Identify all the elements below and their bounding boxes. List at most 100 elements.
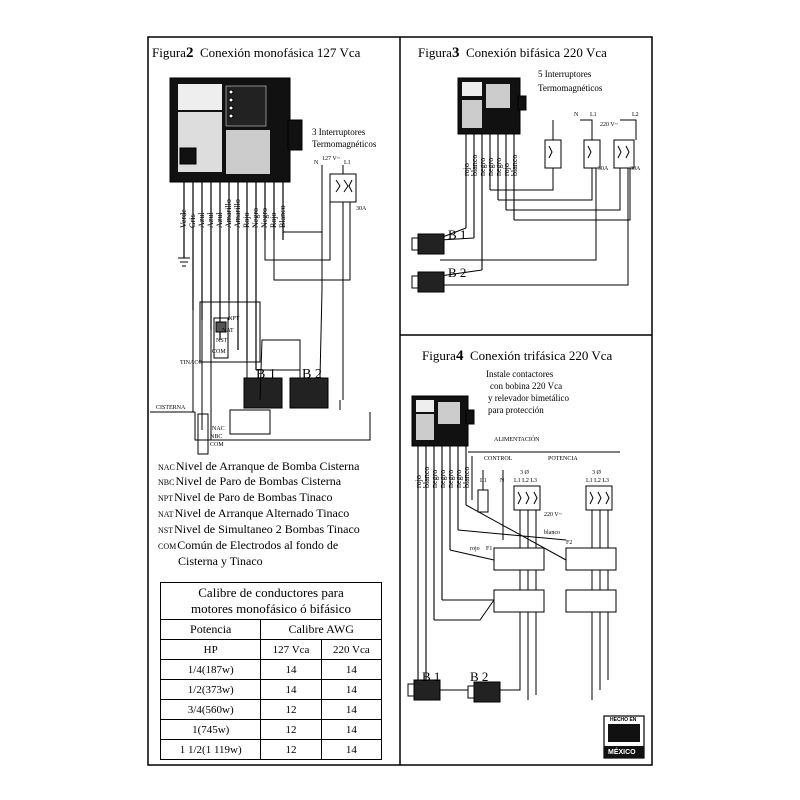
figure4-l1: L1 <box>480 478 487 484</box>
figure2-wire-10: Rojo <box>269 212 278 228</box>
table-title-line-2: motores monofásico ó bifásico <box>191 601 351 616</box>
figure4-b1: B 1 <box>422 669 441 684</box>
figure2-wire-1: Gris <box>188 214 197 228</box>
figure4-title-text: Conexión trifásica 220 Vca <box>469 348 613 363</box>
table-cell: 12 <box>260 719 322 740</box>
figure2-title-text: Conexión monofásica 127 Vca <box>199 45 361 60</box>
table-cell: 14 <box>320 719 383 740</box>
table-cell: 14 <box>260 659 322 680</box>
figure2-voltage: 127 V~ <box>322 156 340 162</box>
figure4-note-3: y relevador bimetálico <box>488 393 569 403</box>
figure3-amp-1: 30A <box>598 166 609 172</box>
figure4-voltage: 220 V~ <box>544 512 562 518</box>
figure4-note-2: con bobina 220 Vca <box>490 381 563 391</box>
legend-code: NPT <box>158 494 174 503</box>
figure2-wire-11: Blanco <box>278 205 287 228</box>
figure2-number: 2 <box>185 45 194 61</box>
legend-text: Nivel de Arranque Alternado Tinaco <box>174 506 350 520</box>
figure2-wire-6: Amarillo <box>233 199 242 228</box>
figure3-l1-label: L1 <box>590 112 597 118</box>
table-cell: 1 1/2(1 119w) <box>159 739 262 760</box>
figure4-diagram <box>407 395 620 703</box>
figure2-breakers-label-2: Termomagnéticos <box>312 139 377 149</box>
legend-code: NAC <box>158 463 175 472</box>
table-cell: 3/4(560w) <box>159 699 262 720</box>
legend-row: NBCNivel de Paro de Bombas Cisterna <box>158 474 341 489</box>
figure3-wire-6: blanco <box>510 154 519 176</box>
figure4-f2: F2 <box>566 540 573 546</box>
legend-row: NPTNivel de Paro de Bombas Tinaco <box>158 490 332 505</box>
figure4-n: N <box>500 478 505 484</box>
legend-text: Común de Electrodos al fondo de <box>177 538 339 552</box>
legend-text: Cisterna y Tinaco <box>178 554 263 568</box>
figure2-title: Figura2 Conexión monofásica 127 Vca <box>152 46 360 61</box>
figure4-note-1: Instale contactores <box>486 369 554 379</box>
table-title-line-1: Calibre de conductores para <box>198 585 344 601</box>
figure2-wire-4: Azul <box>215 212 224 228</box>
table-cell: 14 <box>320 659 383 680</box>
figure4-l123-2: L1 L2 L3 <box>586 478 609 484</box>
electrode-nst: NST <box>216 338 228 344</box>
figure4-three-phase-1: 3 Ø <box>520 470 529 476</box>
sub-220: 220 Vca <box>320 639 383 660</box>
figure3-diagram <box>411 77 637 293</box>
figure2-wire-2: Azul <box>197 212 206 228</box>
electrode-com-tinaco: COM <box>212 349 226 355</box>
table-cell: 12 <box>260 739 322 760</box>
table-cell: 14 <box>320 679 383 700</box>
legend-row: NSTNivel de Simultaneo 2 Bombas Tinaco <box>158 522 360 537</box>
table-cell: 1(745w) <box>159 719 262 740</box>
figure2-amp-label: 30A <box>356 206 367 212</box>
figure2-b2: B 2 <box>302 367 322 382</box>
badge-bottom-text: MÉXICO <box>608 749 636 756</box>
legend-code: COM <box>158 542 177 551</box>
figure2-breakers-label-1: 3 Interruptores <box>312 127 366 137</box>
legend-code: NAT <box>158 510 174 519</box>
figure4-wire-6: blanco <box>462 466 471 488</box>
figure2-b1: B 1 <box>256 367 276 382</box>
legend-text: Nivel de Paro de Bombas Cisterna <box>175 474 342 488</box>
table-cell: 14 <box>320 699 383 720</box>
legend-text: Nivel de Simultaneo 2 Bombas Tinaco <box>174 522 360 536</box>
figure4-number: 4 <box>455 348 464 364</box>
figure4-l123-1: L1 L2 L3 <box>514 478 537 484</box>
electrode-nac: NAC <box>212 426 225 432</box>
figure4-note-4: para protección <box>488 405 544 415</box>
figure3-b2: B 2 <box>448 265 467 280</box>
figure3-n-label: N <box>574 112 579 118</box>
figure4-blanco: blanco <box>544 530 560 536</box>
hecho-en-mexico-badge <box>603 715 645 759</box>
figure4-control: CONTROL <box>484 456 513 462</box>
figure2-wire-8: Negro <box>251 208 260 228</box>
figure3-voltage: 220 V~ <box>600 122 618 128</box>
col-potencia: Potencia <box>159 619 262 640</box>
figure3-breakers-label-1: 5 Interruptores <box>538 69 592 79</box>
figure2-wire-0: Verde <box>179 209 188 228</box>
figure2-wire-9: Negro <box>260 208 269 228</box>
figure3-number: 3 <box>451 45 460 61</box>
figure2-l1-label: L1 <box>344 160 351 166</box>
sub-127: 127 Vca <box>260 639 322 660</box>
figure4-alimentacion: ALIMENTACIÓN <box>494 437 540 443</box>
figure2-wire-5: Amarillo <box>224 199 233 228</box>
figure2-label: Figura <box>152 45 186 60</box>
legend-text: Nivel de Arranque de Bomba Cisterna <box>175 459 360 473</box>
figure4-f1: F1 <box>486 546 493 552</box>
electrode-nat: NAT <box>222 328 234 334</box>
figure3-l2-label: L2 <box>632 112 639 118</box>
table-cell: 1/2(373w) <box>159 679 262 700</box>
figure4-b2: B 2 <box>470 669 489 684</box>
figure4-title: Figura4 Conexión trifásica 220 Vca <box>422 349 612 364</box>
legend-row: Cisterna y Tinaco <box>178 554 263 569</box>
legend-row: NACNivel de Arranque de Bomba Cisterna <box>158 459 360 474</box>
figure4-label: Figura <box>422 348 456 363</box>
figure3-amp-2: 30A <box>630 166 641 172</box>
table-cell: 14 <box>260 679 322 700</box>
